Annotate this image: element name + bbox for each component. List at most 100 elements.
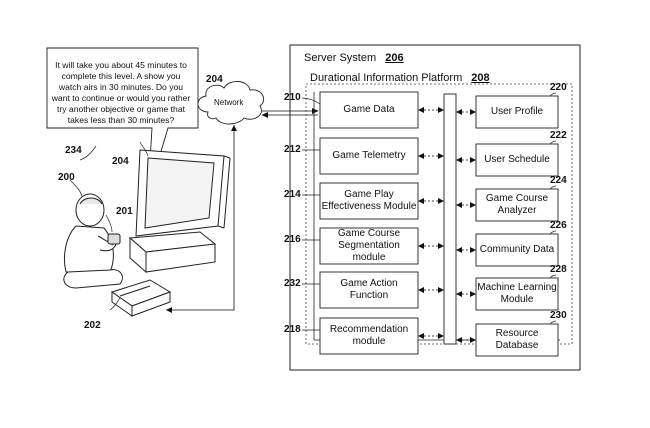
ref-leader xyxy=(549,185,557,190)
bubble-line: complete this level. A show you xyxy=(61,71,181,81)
arrowhead-right xyxy=(438,333,444,339)
network-ref: 204 xyxy=(206,74,223,85)
right-module-ref: 230 xyxy=(550,310,567,321)
left-module-box xyxy=(319,271,419,309)
right-module: User Profile xyxy=(476,96,558,128)
arrowhead-right xyxy=(470,202,476,208)
arrowhead-right xyxy=(438,153,444,159)
platform-ref: 208 xyxy=(471,72,490,84)
right-module-box xyxy=(475,277,559,311)
left-module-ref: 216 xyxy=(284,234,301,245)
module-label-line: Resource xyxy=(495,328,539,339)
bubble-line: try another objective or game that xyxy=(56,104,186,114)
platform-title-text: Durational Information Platform xyxy=(310,72,463,84)
module-label-line: Function xyxy=(349,290,389,301)
bubble-line: takes less than 30 minutes? xyxy=(67,115,175,125)
arrowhead-left xyxy=(418,107,424,113)
right-module-ref: 226 xyxy=(550,220,567,231)
right-module-box xyxy=(475,188,559,222)
right-module-label: User Profile xyxy=(491,106,543,118)
module-label-line: Analyzer xyxy=(497,205,537,216)
left-module-label: Game Data xyxy=(343,104,394,116)
user-ref: 200 xyxy=(58,172,75,183)
right-module-ref: 222 xyxy=(550,130,567,141)
bubble-line: It will take you about 45 minutes to xyxy=(55,60,187,70)
arrowhead-left xyxy=(418,287,424,293)
game-console-icon xyxy=(110,279,172,317)
module-label-line: Community Data xyxy=(479,244,555,255)
ref-leader xyxy=(549,230,557,235)
arrowhead-right xyxy=(470,247,476,253)
left-module-ref: 232 xyxy=(284,278,301,289)
server-title-text: Server System xyxy=(304,52,377,64)
right-module-ref: 220 xyxy=(550,82,567,93)
arrowhead-right xyxy=(438,107,444,113)
right-module-label: Community Data xyxy=(480,244,554,256)
arrowhead-left xyxy=(456,337,462,343)
ref-leader xyxy=(549,320,557,325)
arrowhead-left xyxy=(418,153,424,159)
left-module-ref: 218 xyxy=(284,324,301,335)
module-label-line: Game Action xyxy=(340,278,398,289)
left-module: Game Telemetry xyxy=(320,138,418,174)
arrowhead-right xyxy=(438,198,444,204)
bubble-line: want to continue or would you rather xyxy=(51,93,191,103)
arrowhead-left xyxy=(456,109,462,115)
module-label-line: module xyxy=(352,252,386,263)
network-label: Network xyxy=(214,98,244,107)
right-module-box xyxy=(475,233,559,267)
ref-leader xyxy=(549,274,557,279)
module-label-line: Game Data xyxy=(343,104,395,115)
ref-leader xyxy=(301,97,321,105)
user-person-icon xyxy=(63,193,123,289)
arrowhead-left xyxy=(456,157,462,163)
arrowhead-right xyxy=(438,287,444,293)
display-monitor-icon xyxy=(128,149,231,274)
arrowhead-left xyxy=(418,243,424,249)
module-label-line: User Profile xyxy=(490,106,544,117)
module-label-line: Module xyxy=(500,294,534,305)
right-module-box xyxy=(475,143,559,177)
module-label-line: Effectiveness Module xyxy=(321,201,417,212)
ref-leader xyxy=(549,140,557,145)
arrowhead-right xyxy=(438,243,444,249)
right-module-ref: 228 xyxy=(550,264,567,275)
bubble-message: It will take you about 45 minutes to com… xyxy=(48,60,194,126)
module-label-line: Game Telemetry xyxy=(332,150,406,161)
left-module: Game Data xyxy=(320,92,418,128)
module-label-line: Database xyxy=(495,340,539,351)
left-module-ref: 214 xyxy=(284,189,301,200)
controller-ref: 201 xyxy=(116,206,133,217)
module-label-line: module xyxy=(352,336,386,347)
module-label-line: Segmentation xyxy=(338,240,400,251)
right-module: User Schedule xyxy=(476,144,558,176)
right-module-ref: 224 xyxy=(550,175,567,186)
left-module-box xyxy=(319,227,419,265)
arrowhead-right xyxy=(470,291,476,297)
module-label-line: User Schedule xyxy=(484,154,550,165)
right-module-label: User Schedule xyxy=(484,154,550,166)
display-ref: 204 xyxy=(112,156,129,167)
module-label-line: Game Play xyxy=(344,189,394,200)
module-label-line: Game Course xyxy=(485,193,549,204)
module-label-line: Recommendation xyxy=(329,324,409,335)
module-label-line: Machine Learning xyxy=(477,282,557,293)
left-module-label: Game Telemetry xyxy=(332,150,405,162)
arrowhead-right xyxy=(470,157,476,163)
network-console-link xyxy=(166,125,235,311)
server-ref: 206 xyxy=(385,52,404,64)
